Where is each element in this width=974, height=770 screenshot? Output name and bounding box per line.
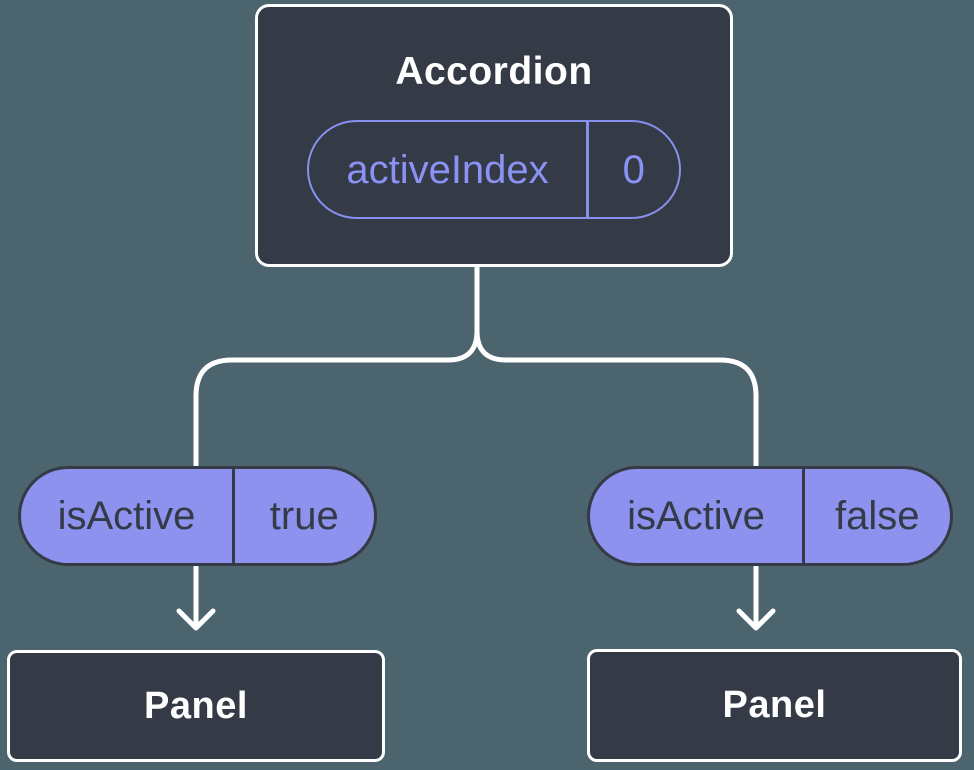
arrow-left-head-icon bbox=[176, 608, 216, 631]
arrow-right-head-icon bbox=[736, 608, 776, 631]
connector-root-to-right-branch bbox=[474, 265, 759, 469]
prop-pill-name: isActive bbox=[57, 494, 196, 538]
panel-title: Panel bbox=[722, 684, 827, 726]
prop-pill-value: false bbox=[835, 494, 920, 538]
accordion-title: Accordion bbox=[395, 50, 593, 93]
pill-divider bbox=[232, 469, 235, 563]
prop-pill-name: isActive bbox=[627, 494, 765, 538]
prop-pill-is-active-left: isActive true bbox=[18, 466, 377, 566]
state-pill-name: activeIndex bbox=[346, 147, 549, 192]
node-panel-right: Panel bbox=[587, 649, 962, 762]
state-pill-active-index: activeIndex 0 bbox=[307, 120, 681, 219]
node-panel-left: Panel bbox=[7, 650, 385, 762]
state-pill-value: 0 bbox=[622, 147, 645, 192]
prop-pill-is-active-right: isActive false bbox=[587, 466, 953, 566]
node-accordion: Accordion activeIndex 0 bbox=[255, 4, 733, 267]
pill-divider bbox=[802, 469, 805, 563]
prop-pill-value: true bbox=[269, 494, 339, 538]
pill-divider bbox=[586, 122, 589, 217]
panel-title: Panel bbox=[144, 684, 248, 727]
connector-root-to-left-branch bbox=[193, 265, 480, 469]
